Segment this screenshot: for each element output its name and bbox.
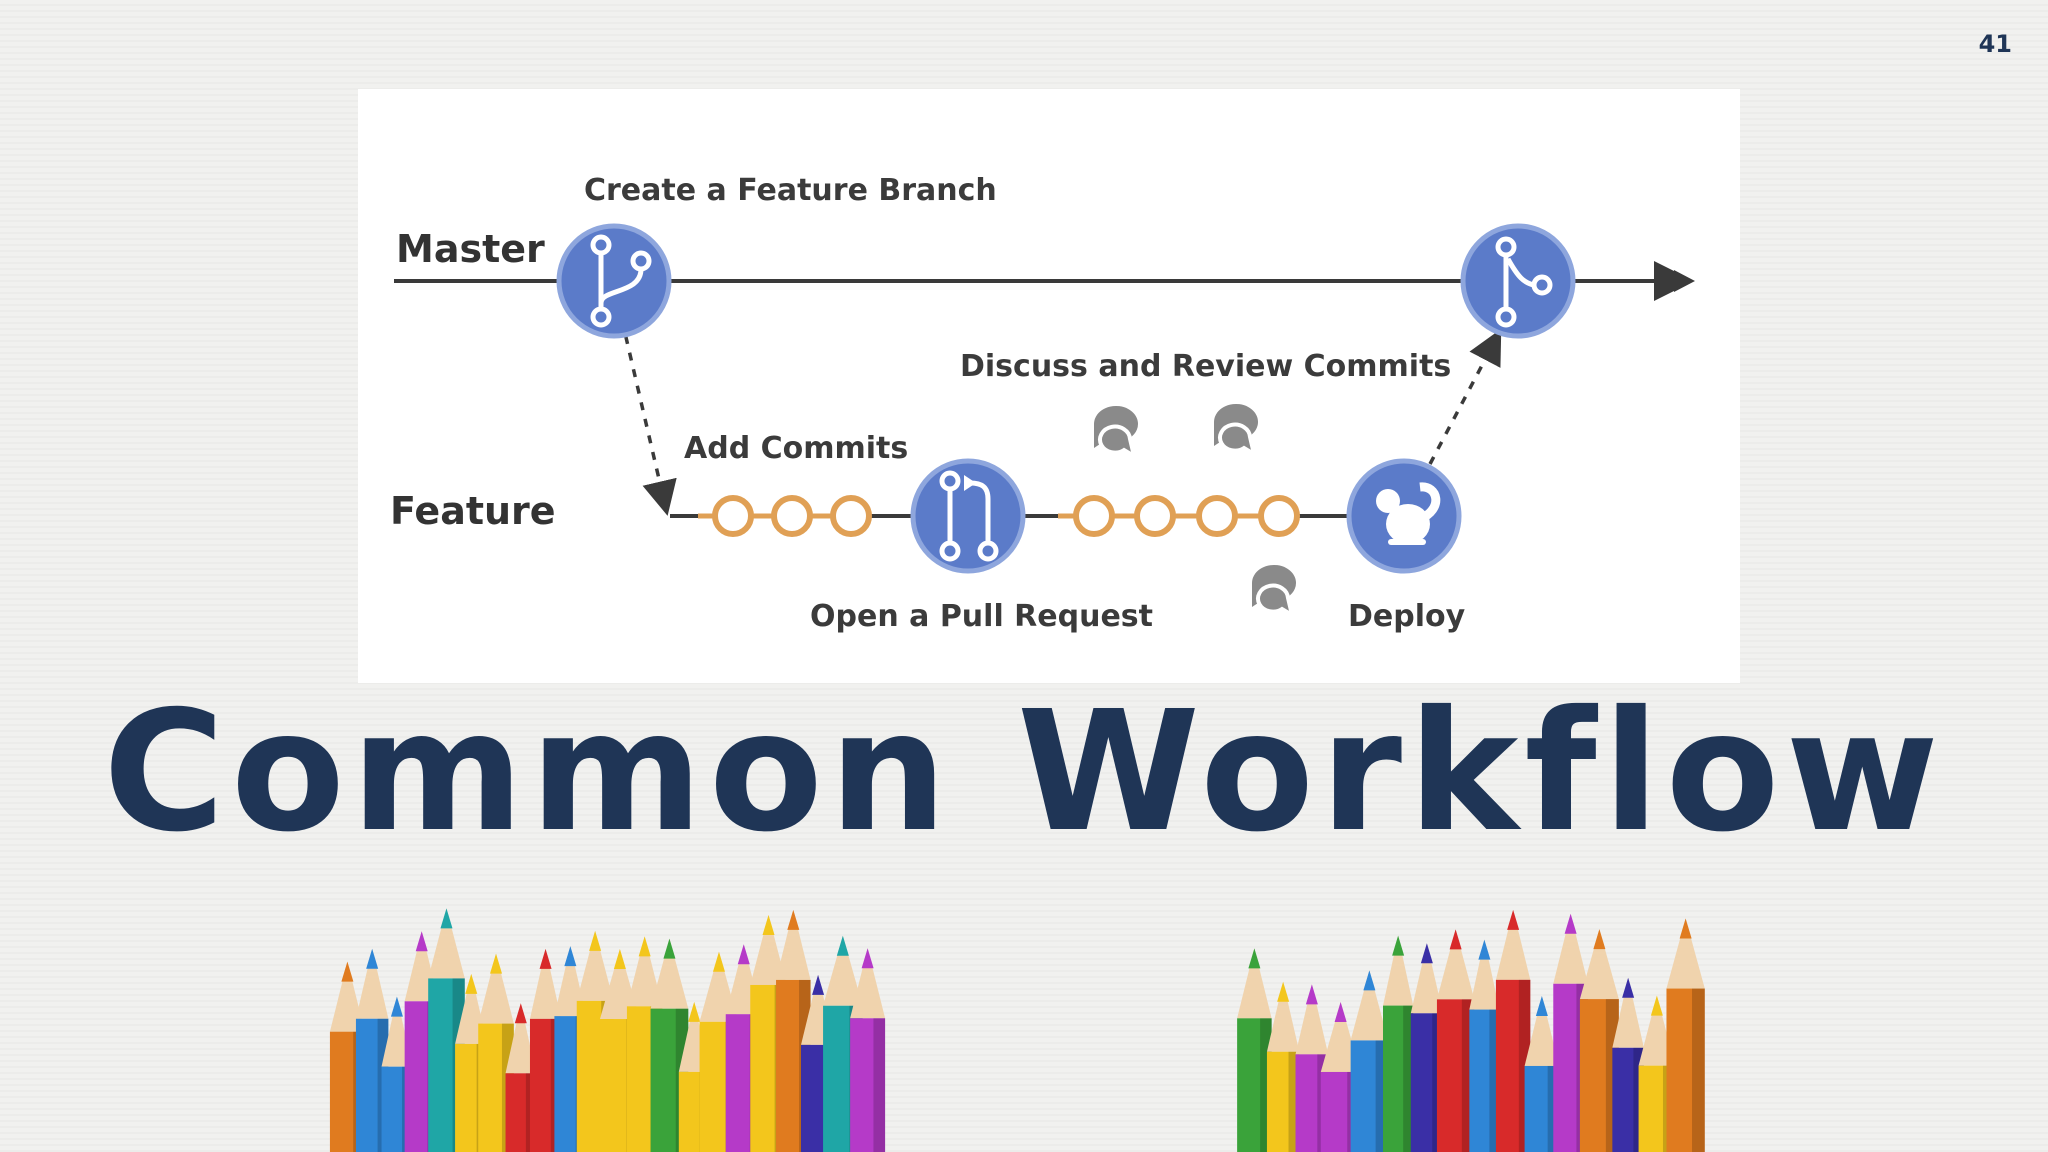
feature-lane-label: Feature (390, 489, 556, 533)
pull-request-icon (910, 458, 1026, 574)
commit-node (1196, 495, 1238, 537)
diagram-card: Master Feature Create a Feature Branch A… (358, 89, 1740, 683)
add-commits-label: Add Commits (684, 431, 909, 466)
comment-bubbles-icon (1094, 405, 1138, 461)
commit-node (712, 495, 754, 537)
commit-group-before-pr (698, 495, 872, 537)
commit-node (1134, 495, 1176, 537)
deploy-label: Deploy (1348, 599, 1466, 634)
squirrel-icon (1346, 458, 1462, 574)
discuss-review-label: Discuss and Review Commits (960, 349, 1452, 384)
master-arrowhead (1674, 270, 1695, 292)
pencil (1666, 918, 1705, 1152)
create-branch-label: Create a Feature Branch (584, 173, 997, 208)
git-merge-icon (1460, 223, 1576, 339)
pencil (1350, 970, 1389, 1152)
pencil (1495, 909, 1531, 1152)
pencil (1237, 948, 1272, 1152)
colored-pencils-decoration (329, 908, 1705, 1152)
page-number: 41 (1978, 30, 2012, 58)
merge-back-dashed-arrow (1428, 328, 1502, 465)
pencil (1266, 981, 1300, 1152)
pencil (1383, 935, 1414, 1152)
commit-node (1258, 495, 1300, 537)
workflow-diagram (394, 223, 1695, 620)
pencil (1469, 939, 1500, 1152)
pencil (1436, 929, 1475, 1152)
master-lane-label: Master (396, 227, 545, 271)
comment-bubbles-icon (1214, 403, 1258, 459)
pencil (850, 948, 886, 1152)
branch-off-dashed-arrow (616, 302, 677, 516)
commit-node (1073, 495, 1115, 537)
commit-group-after-pr (1058, 495, 1300, 537)
commit-node (771, 495, 813, 537)
commit-node (830, 495, 872, 537)
open-pull-request-label: Open a Pull Request (810, 599, 1153, 634)
slide-title: Common Workflow (103, 676, 1945, 869)
comment-bubbles-icon (1252, 564, 1296, 620)
git-branch-icon (556, 223, 672, 339)
